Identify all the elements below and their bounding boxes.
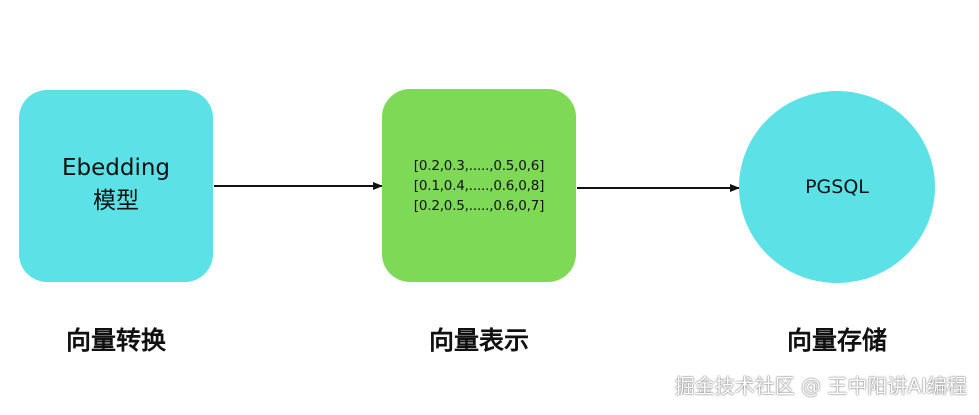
pgsql-label: PGSQL bbox=[805, 176, 869, 198]
caption-vector-representation: 向量表示 bbox=[428, 326, 530, 355]
vector-representation-node: [0.2,0.3,.....,0.5,0,6] [0.1,0.4,.....,0… bbox=[382, 89, 576, 282]
pgsql-database-node: PGSQL bbox=[739, 91, 935, 283]
vector-row: [0.2,0.5,.....,0.6,0,7] bbox=[413, 197, 545, 214]
caption-vector-conversion: 向量转换 bbox=[65, 326, 167, 355]
vector-row: [0.2,0.3,.....,0.5,0,6] bbox=[413, 157, 545, 174]
embedding-model-node: Ebedding 模型 bbox=[19, 90, 213, 282]
embedding-model-label-line1: Ebedding bbox=[61, 155, 171, 181]
vector-row: [0.1,0.4,.....,0.6,0,8] bbox=[413, 177, 545, 194]
embedding-model-label-line2: 模型 bbox=[93, 188, 139, 214]
caption-vector-storage: 向量存储 bbox=[786, 326, 888, 355]
watermark: 掘金技术社区 @ 王中阳讲AI编程 bbox=[674, 374, 967, 398]
